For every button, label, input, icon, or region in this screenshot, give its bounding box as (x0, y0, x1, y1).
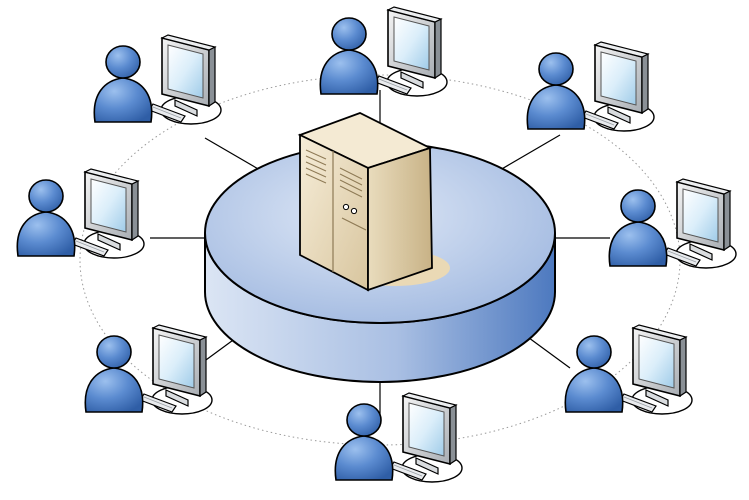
client-right (608, 178, 737, 269)
client-bottom-right (564, 324, 693, 415)
client-left (16, 168, 145, 259)
client-top (319, 6, 448, 97)
client-top-right (526, 41, 655, 132)
client-bottom (334, 392, 463, 483)
client-bottom-left (84, 324, 213, 415)
server-icon (297, 112, 433, 292)
client-top-left (93, 34, 222, 125)
